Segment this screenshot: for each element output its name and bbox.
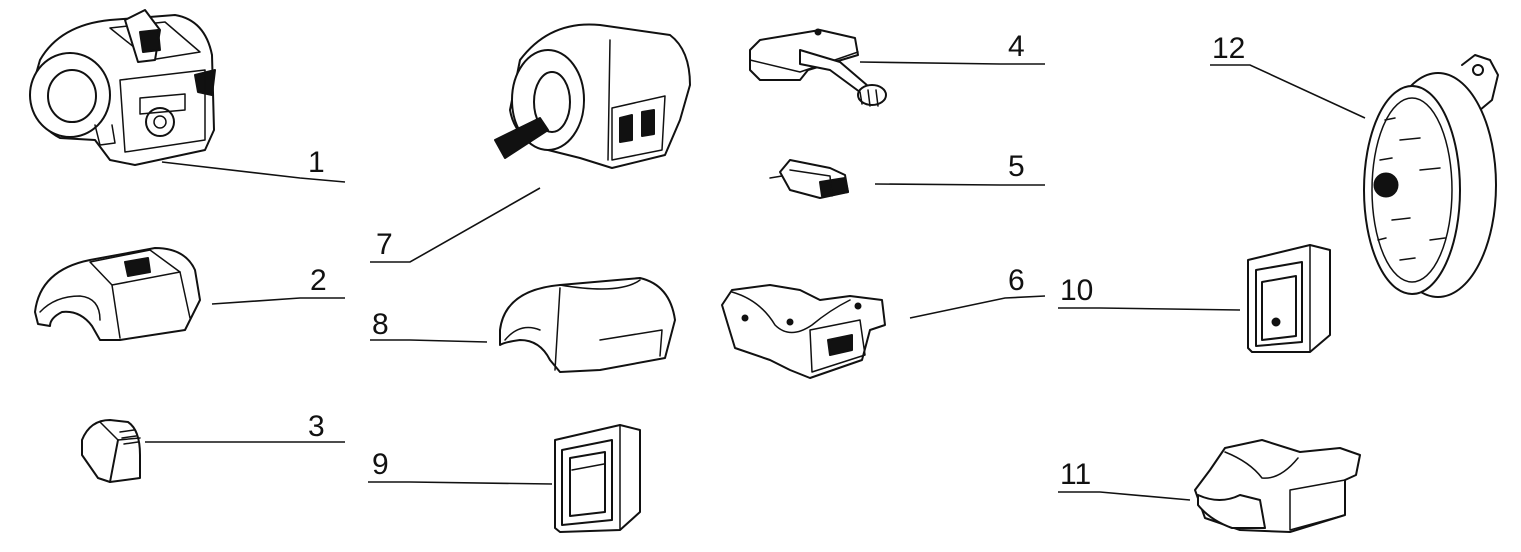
leader-line-8 bbox=[370, 339, 488, 343]
part-8-housing-cover bbox=[499, 277, 676, 373]
leader-line-2 bbox=[211, 297, 345, 305]
callout-9: 9 bbox=[372, 448, 389, 481]
callout-5: 5 bbox=[1008, 150, 1025, 183]
part-7-switch-with-cable bbox=[494, 23, 691, 169]
callout-11: 11 bbox=[1060, 458, 1091, 491]
leader-lines bbox=[145, 61, 1366, 501]
leader-line-10 bbox=[1058, 307, 1241, 311]
part-3-rocker-cap bbox=[81, 419, 141, 483]
part-4-lever-switch bbox=[749, 28, 887, 107]
leader-line-9 bbox=[368, 481, 553, 485]
callout-8: 8 bbox=[372, 308, 389, 341]
leader-line-6 bbox=[909, 295, 1046, 319]
part-10-rocker-switch bbox=[1247, 244, 1331, 353]
part-11-housing-base bbox=[1194, 439, 1361, 533]
part-12-horn bbox=[1363, 54, 1499, 298]
leader-line-12 bbox=[1210, 64, 1366, 119]
leader-line-7 bbox=[370, 187, 541, 263]
callout-10: 10 bbox=[1060, 274, 1093, 307]
callout-6: 6 bbox=[1008, 264, 1025, 297]
callout-7: 7 bbox=[376, 228, 393, 261]
callout-1: 1 bbox=[308, 146, 325, 179]
leader-line-11 bbox=[1058, 491, 1191, 501]
callout-3: 3 bbox=[308, 410, 325, 443]
callout-numbers: 1 2 3 4 5 6 7 8 9 10 11 12 bbox=[308, 30, 1245, 491]
part-6-housing-base bbox=[721, 284, 886, 379]
callout-2: 2 bbox=[310, 264, 327, 297]
part-1-switch-assembly bbox=[29, 9, 216, 166]
leader-line-4 bbox=[859, 61, 1045, 65]
callout-4: 4 bbox=[1008, 30, 1025, 63]
callout-12: 12 bbox=[1212, 32, 1245, 65]
part-9-rocker-switch bbox=[554, 424, 641, 533]
part-2-housing-top bbox=[34, 247, 201, 341]
part-5-connector bbox=[769, 159, 849, 199]
leader-line-5 bbox=[874, 183, 1045, 186]
leader-line-1 bbox=[161, 161, 346, 183]
